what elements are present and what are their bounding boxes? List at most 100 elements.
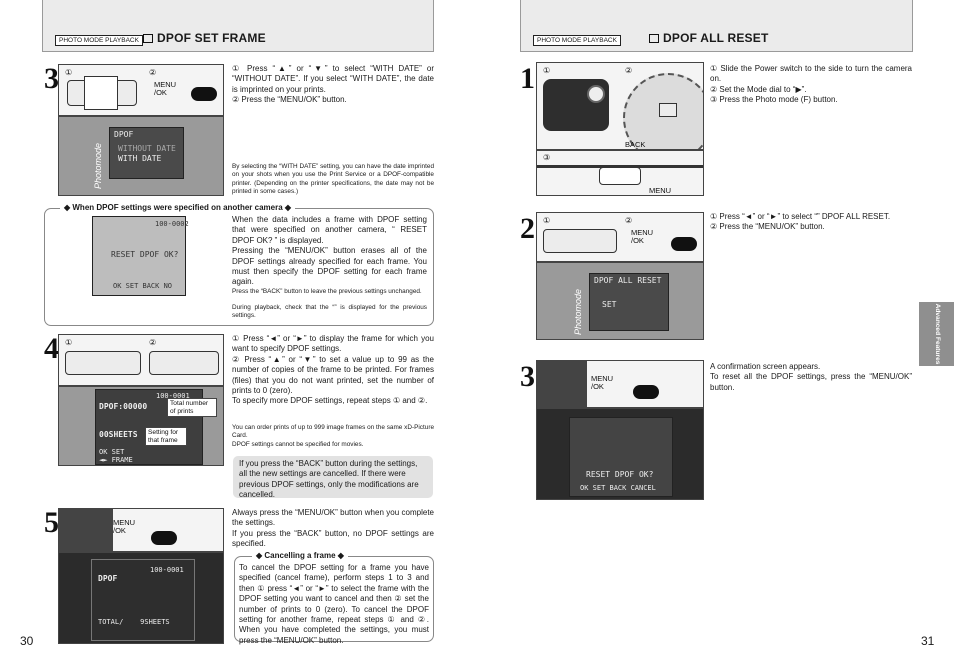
figure-number: ②	[149, 338, 157, 347]
step-2-instructions: ① Press “◄” or “►” to select “” DPOF ALL…	[710, 212, 891, 232]
step-4-note-2: DPOF settings cannot be specified for mo…	[232, 441, 364, 448]
lcd-sheets: 00SHEETS	[99, 430, 138, 439]
lcd-set: OK SET	[99, 448, 125, 456]
box-title: ◆ When DPOF settings were specified on a…	[60, 203, 296, 214]
lcd-frame-number: 100-0001	[150, 566, 184, 574]
hand-icon	[151, 531, 177, 545]
mode-badge: PHOTO MODE PLAYBACK	[55, 35, 143, 46]
photomode-logo: Photomode	[93, 142, 103, 189]
step-number: 1	[520, 62, 535, 95]
photo-mode-button	[599, 167, 641, 185]
step-3-instructions: ① Press “▲” or “▼” to select “WITH DATE”…	[232, 64, 434, 105]
step-3-instructions: A confirmation screen appears. To reset …	[710, 362, 912, 392]
right-page-header: PHOTO MODE PLAYBACK DPOF ALL RESET	[520, 0, 913, 52]
other-camera-note-1: Press the “BACK” button to leave the pre…	[232, 288, 422, 295]
page-number: 31	[921, 634, 935, 648]
other-camera-text: When the data includes a frame with DPOF…	[232, 215, 427, 287]
page-title-text: DPOF SET FRAME	[157, 31, 266, 45]
camera-body	[59, 509, 113, 551]
lcd-dpof-count: DPOF:00000	[99, 402, 148, 411]
lcd-set: SET	[602, 300, 617, 309]
other-camera-note-2: During playback, check that the “” is di…	[232, 304, 427, 320]
print-icon	[143, 34, 153, 43]
lcd-frame-button: ◄► FRAME	[99, 456, 133, 464]
dpad-graphic	[65, 351, 141, 375]
figure-number: ②	[625, 66, 633, 75]
photomode-logo: Photomode	[573, 288, 583, 335]
step-number: 3	[44, 62, 59, 95]
lcd-prompt: RESET DPOF OK?	[111, 250, 179, 259]
lcd-title: DPOF ALL RESET	[594, 276, 662, 285]
menu-label: MENU	[649, 186, 672, 195]
photo-mode-button-figure: ③ MENU	[536, 150, 704, 196]
lcd-figure: DPOF ALL RESET SET Photomode	[536, 262, 704, 340]
figure-number: ③	[543, 153, 551, 162]
lcd-figure: 100-0001 DPOF:00000 00SHEETS OK SET ◄► F…	[58, 386, 224, 466]
back-button-info: If you press the “BACK” button during th…	[233, 456, 433, 499]
figure-number: ②	[625, 216, 633, 225]
dpad-graphic	[543, 229, 617, 253]
figure-number: ②	[149, 68, 157, 77]
section-tab: Advanced Features	[919, 302, 954, 366]
lcd-total: TOTAL/ 9SHEETS	[98, 618, 170, 626]
page-number: 30	[20, 634, 34, 648]
camera-body	[537, 361, 587, 407]
left-page-header: PHOTO MODE PLAYBACK DPOF SET FRAME	[42, 0, 434, 52]
step-number: 2	[520, 212, 535, 245]
lens-icon	[587, 85, 605, 103]
reset-dpof-lcd: 100-0002 RESET DPOF OK? OK SET BACK NO	[92, 216, 189, 296]
step-number: 3	[520, 360, 535, 393]
dpad-center	[84, 76, 118, 110]
step-5-instructions: Always press the “MENU/OK” button when y…	[232, 508, 434, 549]
figure-number: ①	[65, 68, 73, 77]
lcd-figure: DPOF WITHOUT DATE WITH DATE Photomode	[58, 116, 224, 196]
lcd-figure: DPOF 100-0001 TOTAL/ 9SHEETS	[58, 552, 224, 644]
section-tab-label: Advanced Features	[933, 303, 941, 365]
step-number: 4	[44, 332, 59, 365]
page-title: DPOF ALL RESET	[649, 31, 768, 46]
lcd-prompt: RESET DPOF OK?	[586, 470, 654, 479]
hand-icon	[671, 237, 697, 251]
step-4-note-1: You can order prints of up to 999 image …	[232, 424, 434, 440]
step-1-instructions: ① Slide the Power switch to the side to …	[710, 64, 912, 105]
lcd-screen: RESET DPOF OK? OK SET BACK CANCEL	[569, 417, 673, 497]
lcd-buttons: OK SET BACK NO	[113, 282, 173, 290]
lcd-line: WITH DATE	[118, 154, 162, 163]
hand-icon	[191, 87, 217, 101]
lcd-frame-number: 100-0001	[156, 392, 190, 400]
camera-buttons-figure: ① ② MENU /OK	[58, 64, 224, 116]
hand-icon	[633, 385, 659, 399]
camera-buttons-figure: ① ②	[58, 334, 224, 386]
lcd-buttons: OK SET BACK CANCEL	[580, 484, 656, 492]
lcd-frame-number: 100-0002	[155, 220, 189, 228]
divider	[537, 165, 703, 168]
playback-mode-icon	[659, 103, 677, 117]
mode-badge: PHOTO MODE PLAYBACK	[533, 35, 621, 46]
menu-ok-label: MENU /OK	[113, 518, 136, 535]
figure-number: ①	[543, 216, 551, 225]
back-label: BACK	[625, 140, 646, 149]
step-4-instructions: ① Press “◄” or “►” to display the frame …	[232, 334, 434, 406]
menu-ok-label: MENU /OK	[154, 80, 177, 97]
camera-buttons-figure: MENU /OK	[58, 508, 224, 552]
menu-ok-label: MENU /OK	[631, 228, 654, 245]
camera-buttons-figure: ① ② MENU /OK	[536, 212, 704, 262]
page-title: DPOF SET FRAME	[143, 31, 266, 46]
camera-buttons-figure: MENU /OK	[536, 360, 704, 408]
dpof-reset-icon	[649, 34, 659, 43]
dpad-graphic	[149, 351, 219, 375]
lcd-figure: RESET DPOF OK? OK SET BACK CANCEL	[536, 408, 704, 500]
lcd-screen: DPOF 100-0001 TOTAL/ 9SHEETS	[91, 559, 195, 641]
page-title-text: DPOF ALL RESET	[663, 31, 769, 45]
callout-frame-setting: Setting for that frame	[145, 427, 187, 447]
menu-ok-label: MENU /OK	[591, 374, 614, 391]
camera-top-figure: ① ② BACK	[536, 62, 704, 150]
lcd-line: DPOF	[114, 130, 134, 139]
lcd-dpof: DPOF	[98, 574, 118, 583]
cancelling-frame-text: To cancel the DPOF setting for a frame y…	[239, 563, 429, 645]
lcd-screen: DPOF ALL RESET SET	[589, 273, 669, 331]
step-number: 5	[44, 506, 59, 539]
callout-total-prints: Total number of prints	[167, 398, 217, 418]
lcd-line: WITHOUT DATE	[118, 144, 176, 153]
lcd-screen: DPOF WITHOUT DATE WITH DATE	[109, 127, 184, 179]
